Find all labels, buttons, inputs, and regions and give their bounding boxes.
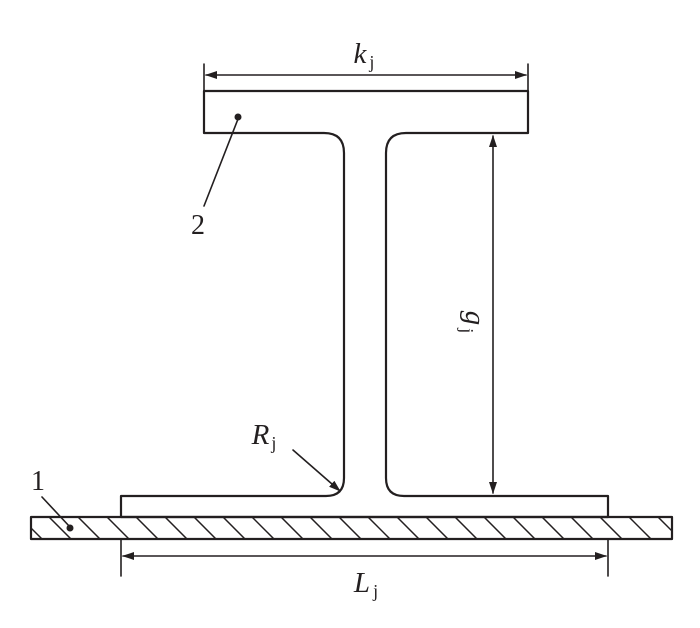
dimension-R-leader <box>292 449 341 492</box>
callout-1: 1 <box>31 466 74 532</box>
callout-1-label: 1 <box>31 466 45 497</box>
base-plate-hatching <box>31 517 672 539</box>
callout-1-dot <box>66 524 74 532</box>
dimension-g: gj <box>457 135 497 494</box>
callout-2-leader <box>203 118 239 207</box>
callout-1-leader <box>41 496 71 528</box>
dimension-g-label: gj <box>457 311 491 334</box>
callout-2-dot <box>234 113 242 121</box>
callout-2: 2 <box>191 113 242 241</box>
callout-2-label: 2 <box>191 210 205 241</box>
base-plate <box>29 515 674 541</box>
base-plate-outline <box>29 515 674 541</box>
i-beam-profile <box>119 89 610 519</box>
